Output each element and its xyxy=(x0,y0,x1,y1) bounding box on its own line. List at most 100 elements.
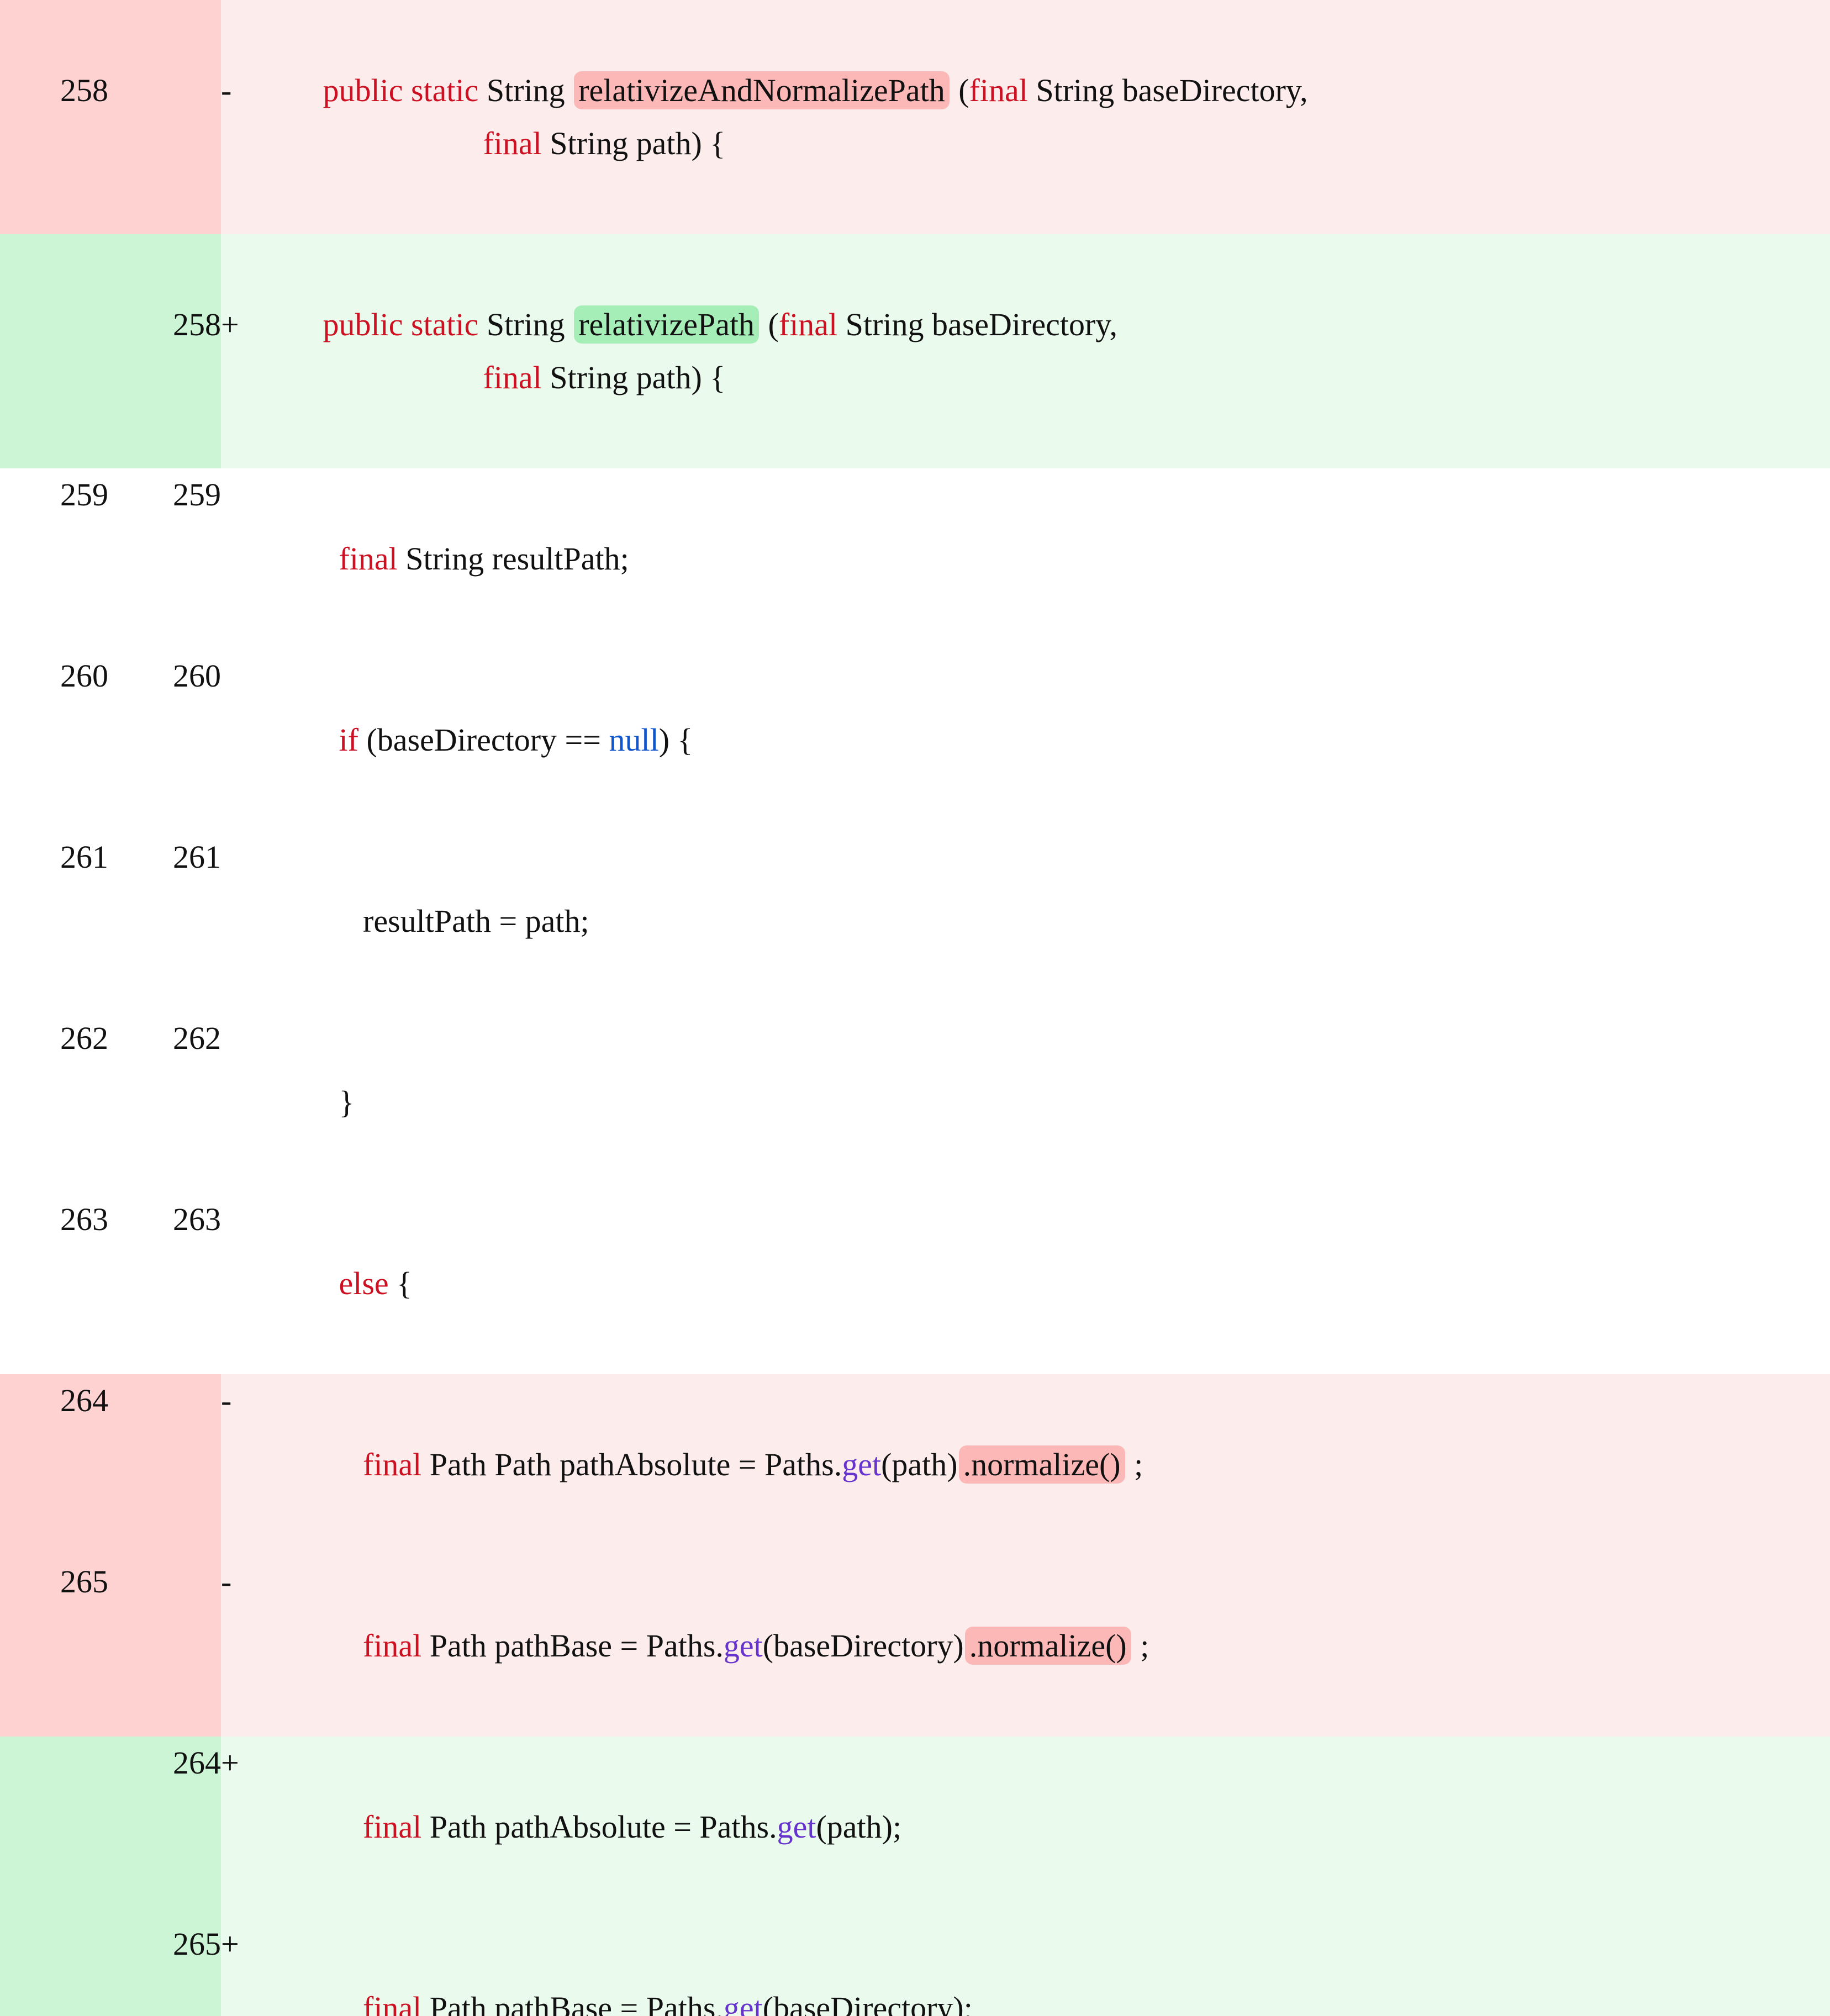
code-cell[interactable]: final Path pathBase = Paths.get(baseDire… xyxy=(283,1555,1830,1737)
old-line-number[interactable]: 262 xyxy=(0,1012,108,1193)
change-marker-added: + xyxy=(221,1737,283,1918)
token-text: Path pathAbsolute = Paths. xyxy=(421,1809,777,1845)
diff-row-added-265[interactable]: 265 + final Path pathBase = Paths.get(ba… xyxy=(0,1918,1830,2016)
code-cell[interactable]: else { xyxy=(283,1193,1830,1374)
old-line-number[interactable]: 265 xyxy=(0,1555,108,1737)
change-marker-deleted: - xyxy=(221,0,283,234)
old-line-number[interactable] xyxy=(0,234,108,468)
token-keyword: final xyxy=(363,1990,422,2016)
old-line-number[interactable]: 260 xyxy=(0,650,108,831)
code-line: final Path pathBase = Paths.get(baseDire… xyxy=(283,1619,1830,1672)
code-line: public static String relativizeAndNormal… xyxy=(283,64,1830,117)
new-line-number[interactable]: 264 xyxy=(108,1737,221,1918)
token-text: Path Path pathAbsolute = Paths. xyxy=(421,1447,842,1482)
code-cell[interactable]: final Path pathBase = Paths.get(baseDire… xyxy=(283,1918,1830,2016)
new-line-number[interactable] xyxy=(108,1374,221,1555)
token-text: String xyxy=(478,72,573,108)
token-text: Path pathBase = Paths. xyxy=(421,1990,724,2016)
code-cell[interactable]: resultPath = path; xyxy=(283,831,1830,1012)
token-keyword: if xyxy=(339,722,358,758)
diff-row-added-264[interactable]: 264 + final Path pathAbsolute = Paths.ge… xyxy=(0,1737,1830,1918)
new-line-number[interactable]: 262 xyxy=(108,1012,221,1193)
code-line-wrap: final String path) { xyxy=(283,117,1830,170)
code-line: else { xyxy=(283,1257,1830,1310)
change-marker-added: + xyxy=(221,234,283,468)
new-line-number[interactable]: 261 xyxy=(108,831,221,1012)
diff-row-deleted-258[interactable]: 258 - public static String relativizeAnd… xyxy=(0,0,1830,234)
token-method-get: get xyxy=(723,1990,763,2016)
token-text: resultPath = path; xyxy=(363,903,589,939)
code-cell[interactable]: public static String relativizePath (fin… xyxy=(283,234,1830,468)
token-method-get: get xyxy=(777,1809,816,1845)
token-text: ( xyxy=(950,72,969,108)
code-line: resultPath = path; xyxy=(283,895,1830,948)
diff-row-context-261[interactable]: 261 261 resultPath = path; xyxy=(0,831,1830,1012)
code-line: final Path Path pathAbsolute = Paths.get… xyxy=(283,1438,1830,1491)
token-text: ; xyxy=(1132,1628,1149,1664)
diff-row-context-260[interactable]: 260 260 if (baseDirectory == null) { xyxy=(0,650,1830,831)
code-cell[interactable]: final Path pathAbsolute = Paths.get(path… xyxy=(283,1737,1830,1918)
diff-row-added-258[interactable]: 258 + public static String relativizePat… xyxy=(0,234,1830,468)
old-line-number[interactable]: 263 xyxy=(0,1193,108,1374)
token-text: String xyxy=(478,307,573,342)
old-line-number[interactable]: 264 xyxy=(0,1374,108,1555)
code-cell[interactable]: } xyxy=(283,1012,1830,1193)
token-text: String baseDirectory, xyxy=(1027,72,1308,108)
token-keyword: public static xyxy=(323,307,479,342)
token-text: ; xyxy=(1126,1447,1143,1482)
new-line-number[interactable]: 258 xyxy=(108,234,221,468)
code-line: public static String relativizePath (fin… xyxy=(283,298,1830,351)
token-text: Path pathBase = Paths. xyxy=(421,1628,724,1664)
token-method-get: get xyxy=(723,1628,763,1664)
code-cell[interactable]: final Path Path pathAbsolute = Paths.get… xyxy=(283,1374,1830,1555)
diff-row-context-262[interactable]: 262 262 } xyxy=(0,1012,1830,1193)
diff-row-deleted-264[interactable]: 264 - final Path Path pathAbsolute = Pat… xyxy=(0,1374,1830,1555)
token-keyword: final xyxy=(778,307,838,342)
change-marker-context xyxy=(221,468,283,650)
new-line-number[interactable]: 263 xyxy=(108,1193,221,1374)
new-line-number[interactable]: 259 xyxy=(108,468,221,650)
token-text: String path) { xyxy=(541,125,726,161)
change-marker-context xyxy=(221,650,283,831)
token-text: (path); xyxy=(816,1809,902,1845)
token-method-get: get xyxy=(842,1447,882,1482)
old-line-number[interactable]: 258 xyxy=(0,0,108,234)
token-keyword: final xyxy=(483,360,542,395)
code-cell[interactable]: if (baseDirectory == null) { xyxy=(283,650,1830,831)
change-marker-deleted: - xyxy=(221,1374,283,1555)
diff-row-deleted-265[interactable]: 265 - final Path pathBase = Paths.get(ba… xyxy=(0,1555,1830,1737)
token-keyword: final xyxy=(339,541,398,577)
token-removed-call-normalize: .normalize() xyxy=(964,1627,1131,1665)
change-marker-context xyxy=(221,831,283,1012)
old-line-number[interactable] xyxy=(0,1918,108,2016)
new-line-number[interactable] xyxy=(108,0,221,234)
diff-row-context-259[interactable]: 259 259 final String resultPath; xyxy=(0,468,1830,650)
token-keyword: final xyxy=(969,72,1028,108)
token-keyword: else xyxy=(339,1265,389,1301)
token-text: (baseDirectory) xyxy=(762,1628,964,1664)
code-line: final String resultPath; xyxy=(283,532,1830,585)
new-line-number[interactable]: 260 xyxy=(108,650,221,831)
code-line: final Path pathBase = Paths.get(baseDire… xyxy=(283,1982,1830,2016)
change-marker-context xyxy=(221,1193,283,1374)
code-cell[interactable]: final String resultPath; xyxy=(283,468,1830,650)
code-line: if (baseDirectory == null) { xyxy=(283,714,1830,767)
code-cell[interactable]: public static String relativizeAndNormal… xyxy=(283,0,1830,234)
token-keyword: final xyxy=(363,1447,422,1482)
diff-row-context-263[interactable]: 263 263 else { xyxy=(0,1193,1830,1374)
old-line-number[interactable]: 259 xyxy=(0,468,108,650)
token-keyword: final xyxy=(483,125,542,161)
old-line-number[interactable] xyxy=(0,1737,108,1918)
token-text: String path) { xyxy=(541,360,726,395)
old-line-number[interactable]: 261 xyxy=(0,831,108,1012)
change-marker-added: + xyxy=(221,1918,283,2016)
token-removed-call-normalize: .normalize() xyxy=(958,1445,1125,1484)
token-text: } xyxy=(339,1084,355,1120)
new-line-number[interactable]: 265 xyxy=(108,1918,221,2016)
token-added-identifier: relativizePath xyxy=(574,305,760,344)
code-line-wrap: final String path) { xyxy=(283,351,1830,404)
new-line-number[interactable] xyxy=(108,1555,221,1737)
token-text: (baseDirectory); xyxy=(762,1990,973,2016)
